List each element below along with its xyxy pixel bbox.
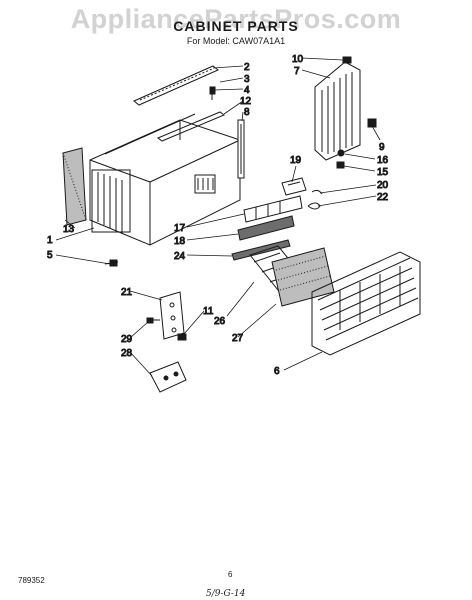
callout-17: 17 xyxy=(174,223,186,234)
callout-6: 6 xyxy=(274,366,280,377)
callout-10: 10 xyxy=(292,54,304,65)
clip-part-20 xyxy=(311,189,323,195)
shroud-part-17 xyxy=(243,195,303,223)
callout-28: 28 xyxy=(121,348,133,359)
air-filter-part xyxy=(271,247,335,307)
leader-lines xyxy=(55,57,381,377)
screw-part-5 xyxy=(104,259,119,267)
front-grille-part xyxy=(311,251,421,356)
screw-part-16 xyxy=(337,149,345,157)
callout-18: 18 xyxy=(174,236,186,247)
rail-part-12 xyxy=(157,111,225,142)
screw-part-15 xyxy=(336,161,345,169)
bracket-part-28 xyxy=(149,361,187,393)
callout-22: 22 xyxy=(377,192,389,203)
model-subtitle: For Model: CAW07A1A1 xyxy=(186,36,286,46)
bracket-part-19 xyxy=(281,177,307,196)
shroud-part-18 xyxy=(237,215,295,241)
shroud-part-24 xyxy=(231,239,291,261)
screw-part-4 xyxy=(209,86,216,100)
top-rail-part xyxy=(133,65,219,106)
callout-15: 15 xyxy=(377,167,389,178)
callout-19: 19 xyxy=(290,155,302,166)
handwritten-note: 5/9-G-14 xyxy=(206,589,246,599)
callout-12: 12 xyxy=(240,96,252,107)
callout-4: 4 xyxy=(244,85,250,96)
cabinet-shell xyxy=(89,113,241,246)
document-code: 789352 xyxy=(18,576,45,585)
page-title: CABINET PARTS xyxy=(173,18,299,34)
rear-grille-part xyxy=(314,56,361,161)
callout-21: 21 xyxy=(121,287,133,298)
vertical-strip-part xyxy=(237,119,245,179)
callout-13: 13 xyxy=(63,224,75,235)
callout-1: 1 xyxy=(47,235,53,246)
screw-part-29 xyxy=(146,317,160,324)
clip-part-9 xyxy=(367,118,377,128)
callout-24: 24 xyxy=(174,251,186,262)
control-panel-part xyxy=(159,291,185,340)
callout-5: 5 xyxy=(47,250,53,261)
callout-7: 7 xyxy=(294,66,300,77)
callout-20: 20 xyxy=(377,180,389,191)
callout-3: 3 xyxy=(244,74,250,85)
callout-2: 2 xyxy=(244,62,250,73)
side-gasket-part xyxy=(62,147,87,226)
callout-8: 8 xyxy=(244,107,250,118)
callout-9: 9 xyxy=(379,142,385,153)
callout-16: 16 xyxy=(377,155,389,166)
callout-11: 11 xyxy=(203,306,214,317)
page-number: 6 xyxy=(228,570,233,579)
watermark: AppliancePartsPros.com xyxy=(70,4,402,34)
knob-part-11 xyxy=(177,333,187,341)
callout-29: 29 xyxy=(121,334,133,345)
callout-26: 26 xyxy=(214,316,226,327)
callout-27: 27 xyxy=(232,333,244,344)
